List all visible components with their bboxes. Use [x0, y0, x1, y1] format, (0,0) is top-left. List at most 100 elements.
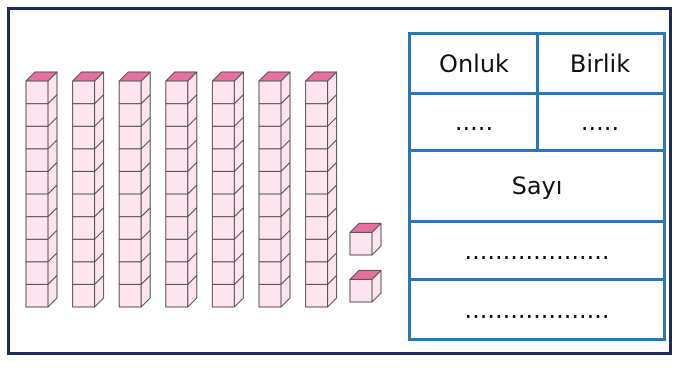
- rod-unit-front-face: [165, 148, 189, 172]
- rod-unit-front-face: [258, 103, 282, 127]
- answer-blank-1: ...................: [464, 236, 610, 265]
- tens-rod: [165, 71, 198, 308]
- rod-unit-front-face: [25, 216, 49, 240]
- rod-unit-front-face: [305, 125, 329, 150]
- rod-unit-front-face: [72, 148, 96, 172]
- rod-unit-front-face: [25, 148, 49, 172]
- birlik-header: Birlik: [569, 49, 631, 78]
- rod-unit-front-face: [118, 238, 142, 263]
- rod-unit-front-face: [258, 238, 282, 263]
- rod-unit-front-face: [25, 261, 49, 285]
- tens-rod: [258, 71, 291, 308]
- rod-unit-top-face: [25, 71, 58, 82]
- rod-unit-front-face: [72, 193, 96, 218]
- tens-rod: [305, 71, 338, 308]
- rod-unit-front-face: [25, 125, 49, 150]
- rod-unit-front-face: [258, 216, 282, 240]
- rod-unit-front-face: [211, 148, 235, 172]
- rod-unit-front-face: [211, 80, 235, 105]
- tens-rod: [118, 71, 151, 308]
- rod-unit-front-face: [305, 238, 329, 263]
- rod-unit-front-face: [118, 148, 142, 172]
- rod-unit-front-face: [72, 216, 96, 240]
- table-divider: [411, 278, 663, 281]
- answer-blank-2: ...................: [464, 295, 610, 324]
- ones-cube: [349, 222, 382, 256]
- rod-unit-front-face: [258, 261, 282, 285]
- rod-unit-front-face: [25, 170, 49, 195]
- rod-unit-front-face: [165, 103, 189, 127]
- rod-unit-front-face: [258, 193, 282, 218]
- rod-unit-front-face: [72, 125, 96, 150]
- rod-unit-front-face: [25, 283, 49, 308]
- rod-unit-front-face: [72, 170, 96, 195]
- rod-unit-front-face: [211, 238, 235, 263]
- rod-unit-front-face: [305, 148, 329, 172]
- rod-unit-front-face: [305, 103, 329, 127]
- rod-unit-front-face: [72, 80, 96, 105]
- rod-unit-front-face: [258, 283, 282, 308]
- rod-unit-front-face: [165, 80, 189, 105]
- rod-unit-front-face: [211, 125, 235, 150]
- rod-unit-front-face: [118, 193, 142, 218]
- rod-unit-front-face: [165, 170, 189, 195]
- table-divider: [411, 220, 663, 223]
- rod-unit-front-face: [118, 103, 142, 127]
- number-label-row: Sayı: [411, 152, 663, 220]
- rod-unit-front-face: [211, 103, 235, 127]
- birlik-blank: .....: [580, 108, 620, 136]
- rod-unit-front-face: [305, 170, 329, 195]
- rod-unit-front-face: [118, 80, 142, 105]
- rod-unit-front-face: [118, 125, 142, 150]
- rod-unit-front-face: [25, 80, 49, 105]
- rod-unit-front-face: [305, 283, 329, 308]
- onluk-header: Onluk: [439, 49, 509, 78]
- rod-unit-front-face: [118, 170, 142, 195]
- rod-unit-front-face: [211, 193, 235, 218]
- rod-unit-front-face: [305, 261, 329, 285]
- ones-cube: [349, 269, 382, 303]
- rod-unit-front-face: [258, 125, 282, 150]
- number-label: Sayı: [511, 172, 563, 200]
- column-divider: [536, 35, 539, 149]
- rod-unit-front-face: [72, 238, 96, 263]
- tens-rod: [25, 71, 58, 308]
- rod-unit-front-face: [211, 261, 235, 285]
- rod-unit-front-face: [305, 216, 329, 240]
- tens-rod: [72, 71, 105, 308]
- rod-unit-front-face: [72, 261, 96, 285]
- rod-unit-front-face: [258, 148, 282, 172]
- rod-unit-front-face: [165, 125, 189, 150]
- rod-unit-front-face: [165, 283, 189, 308]
- base-ten-blocks: [25, 71, 382, 308]
- worksheet-frame: Onluk Birlik ..... ..... Sayı ..........…: [7, 7, 672, 355]
- ones-cube-front-face: [349, 231, 373, 256]
- rod-unit-front-face: [211, 170, 235, 195]
- rod-unit-front-face: [165, 193, 189, 218]
- rod-unit-front-face: [165, 238, 189, 263]
- rod-unit-top-face: [211, 71, 244, 82]
- ones-cube-top-face: [349, 269, 382, 280]
- rod-unit-front-face: [25, 238, 49, 263]
- table-divider: [411, 149, 663, 152]
- ones-cube-top-face: [349, 222, 382, 233]
- rod-unit-front-face: [165, 216, 189, 240]
- place-value-table: Onluk Birlik ..... ..... Sayı ..........…: [408, 32, 666, 341]
- rod-unit-top-face: [165, 71, 198, 82]
- rod-unit-top-face: [72, 71, 105, 82]
- rod-unit-front-face: [211, 216, 235, 240]
- rod-unit-front-face: [211, 283, 235, 308]
- rod-unit-front-face: [258, 170, 282, 195]
- ones-cube-front-face: [349, 278, 373, 303]
- rod-unit-front-face: [25, 193, 49, 218]
- digit-row: ..... .....: [411, 95, 663, 149]
- rod-unit-top-face: [305, 71, 338, 82]
- rod-unit-front-face: [305, 193, 329, 218]
- answer-row-1: ...................: [411, 223, 663, 278]
- rod-unit-front-face: [258, 80, 282, 105]
- rod-unit-front-face: [118, 216, 142, 240]
- onluk-blank: .....: [454, 108, 494, 136]
- tens-rod: [211, 71, 244, 308]
- header-row: Onluk Birlik: [411, 35, 663, 92]
- rod-unit-top-face: [258, 71, 291, 82]
